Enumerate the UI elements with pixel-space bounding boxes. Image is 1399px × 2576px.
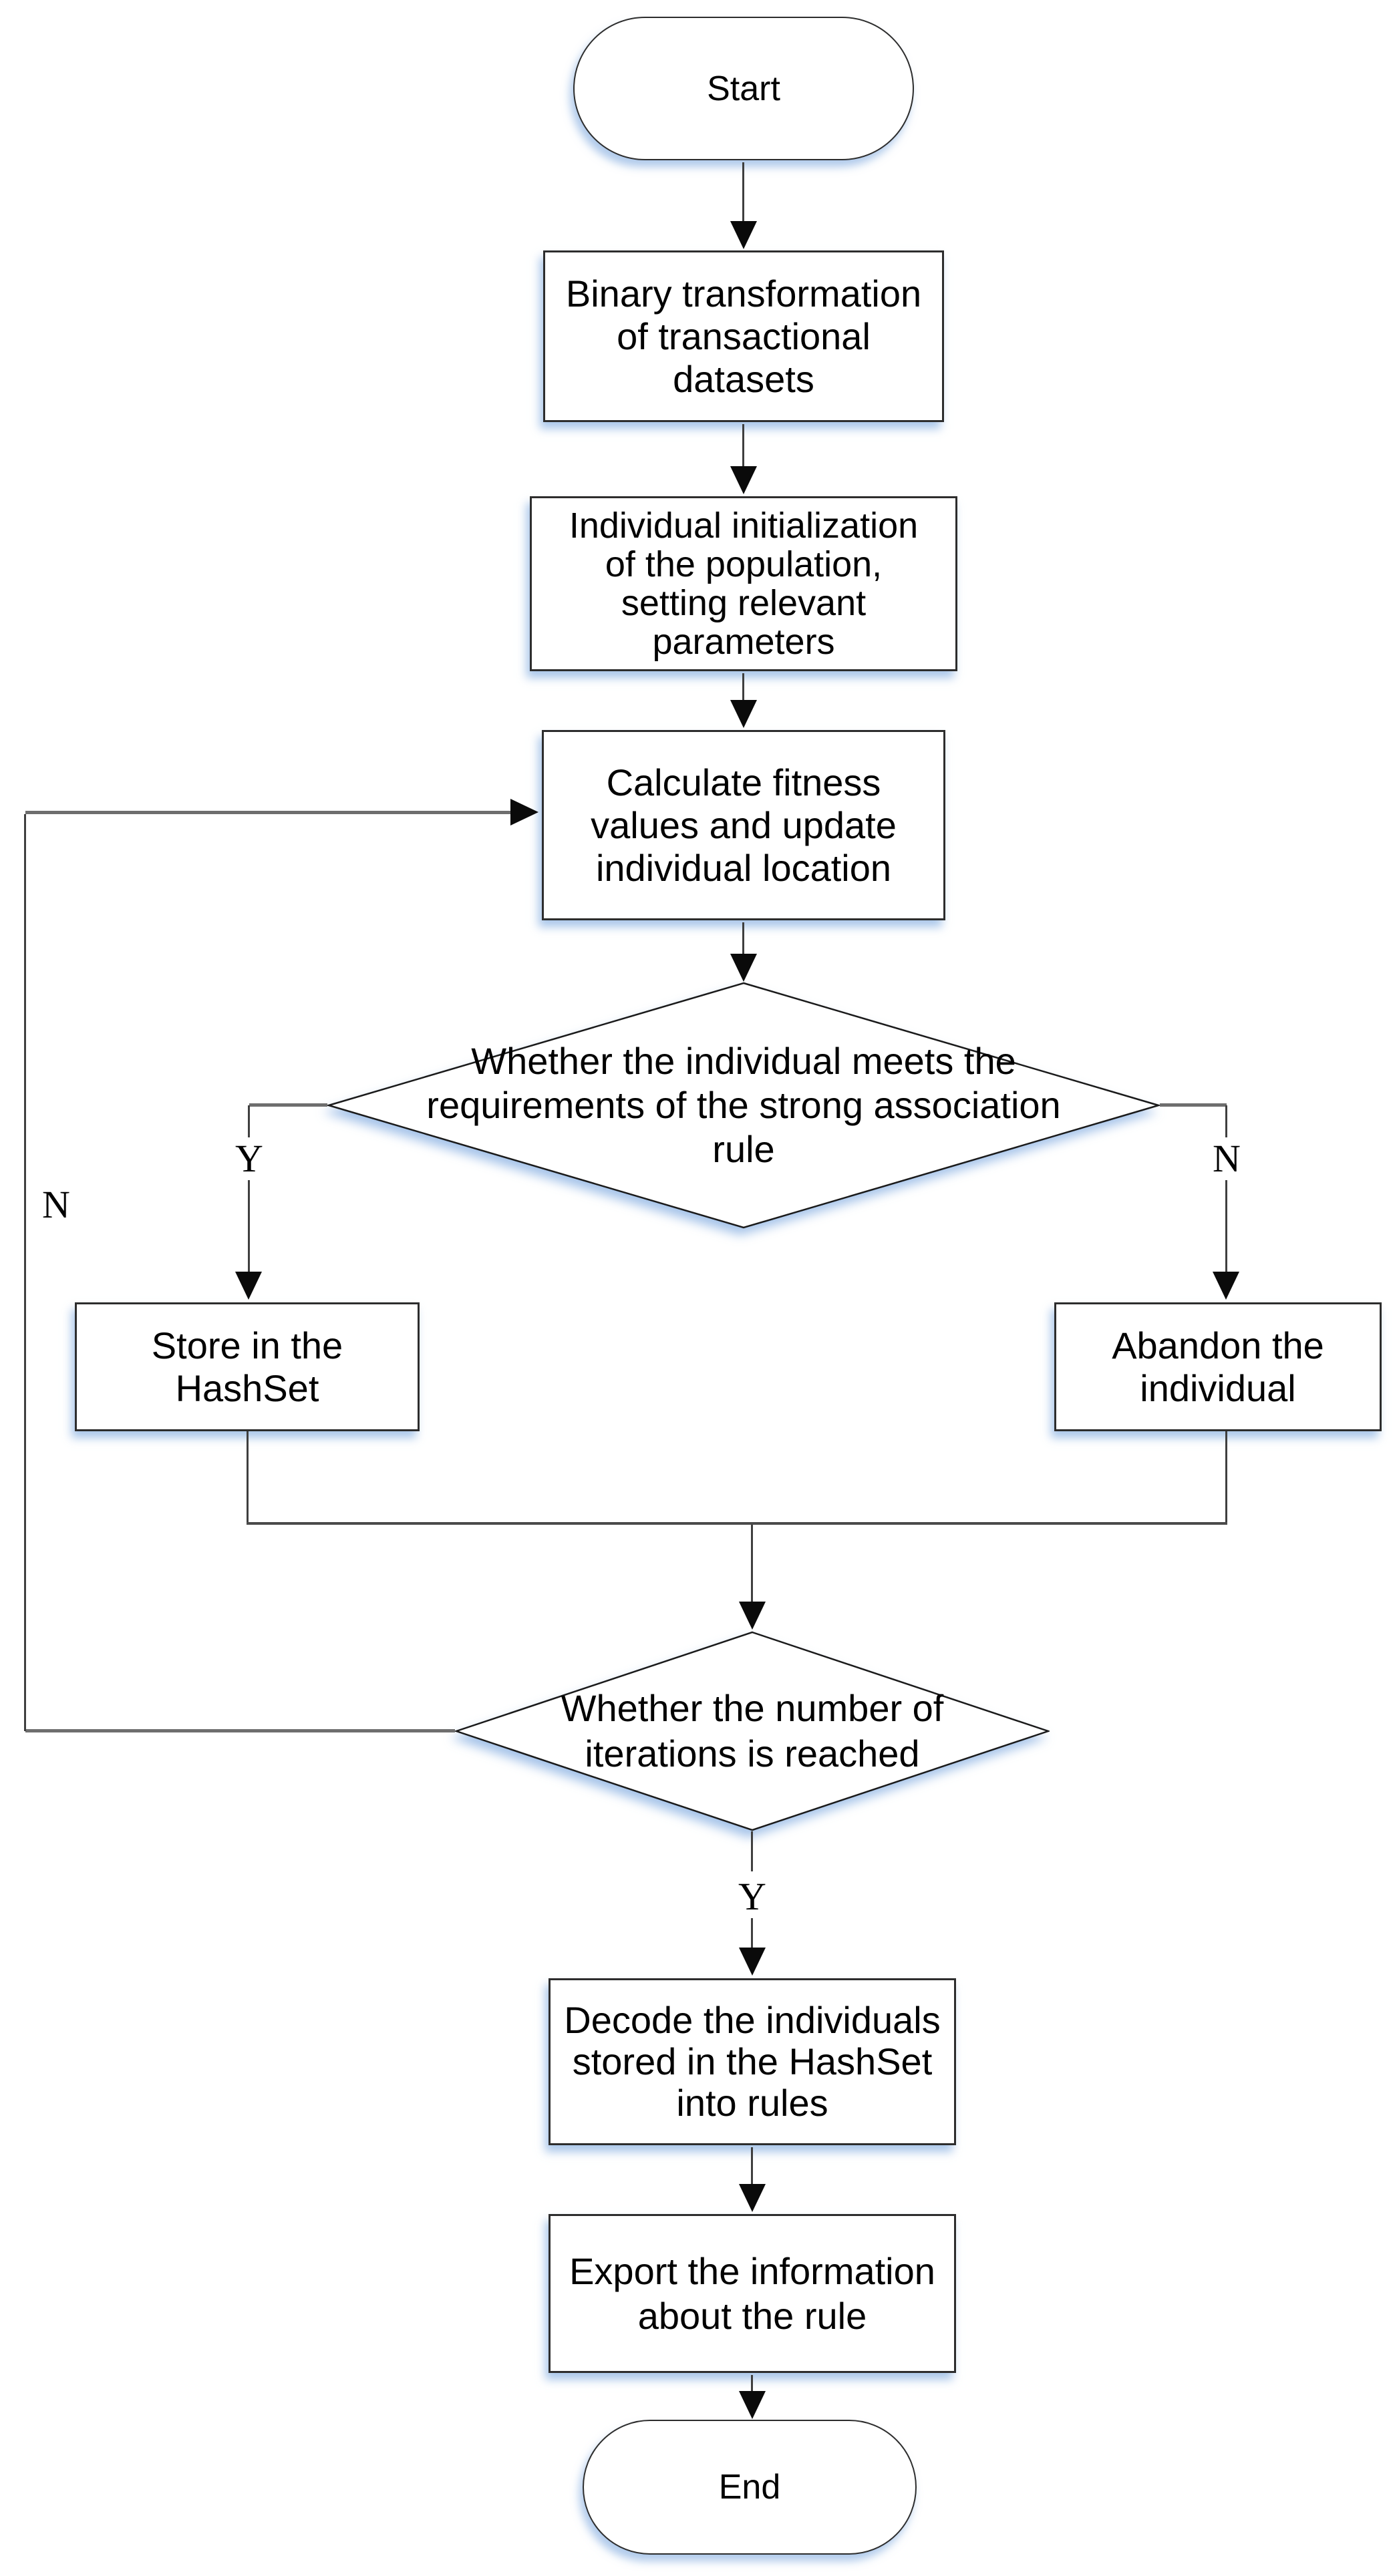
node-export-info-label: Export the information about the rule	[569, 2250, 935, 2337]
edge-start-binary-arrowhead-icon	[730, 221, 757, 249]
edge-iterations-no-arrowhead-icon	[510, 799, 538, 825]
edge-rule-no-vline-a	[1225, 1105, 1227, 1137]
edge-iterations-yes-arrowhead-icon	[739, 1948, 766, 1976]
node-end-label: End	[718, 2468, 781, 2507]
node-start-label: Start	[707, 69, 780, 108]
edge-fitness-rule-arrowhead-icon	[730, 954, 757, 982]
decision-diamond-icon	[455, 1631, 1050, 1831]
edge-label-iterations-yes: Y	[731, 1875, 774, 1918]
node-end: End	[583, 2420, 917, 2555]
edge-iterations-yes-vline-a	[751, 1831, 753, 1871]
edge-rule-yes-arrowhead-icon	[235, 1272, 262, 1300]
decision-diamond-icon	[327, 982, 1160, 1229]
edge-decode-export-line	[751, 2147, 753, 2184]
node-binary-transform: Binary transformation of transactional d…	[543, 250, 944, 422]
node-init-population: Individual initialization of the populat…	[530, 496, 957, 671]
edge-binary-init-line	[742, 424, 744, 466]
edge-abandon-merge-line	[1225, 1431, 1227, 1524]
node-calc-fitness: Calculate fitness values and update indi…	[542, 730, 945, 920]
edge-start-binary-line	[742, 162, 744, 221]
edge-iterations-no-hline-top	[25, 811, 510, 814]
edge-merge-iterations-arrowhead-icon	[739, 1602, 766, 1630]
edge-export-end-line	[751, 2375, 753, 2392]
node-check-rule-label: Whether the individual meets the require…	[426, 1040, 1061, 1170]
edge-rule-no-vline-b	[1225, 1180, 1227, 1272]
edge-store-merge-line	[247, 1431, 249, 1524]
edge-init-fitness-line	[742, 673, 744, 700]
edge-label-rule-yes: Y	[228, 1137, 271, 1180]
edge-label-rule-no: N	[1205, 1137, 1248, 1180]
node-init-population-label: Individual initialization of the populat…	[569, 506, 919, 662]
node-start: Start	[573, 17, 914, 160]
node-store-hashset-label: Store in the HashSet	[151, 1324, 343, 1409]
node-abandon-individual-label: Abandon the individual	[1112, 1324, 1324, 1409]
node-decode-individuals-label: Decode the individuals stored in the Has…	[564, 1999, 941, 2124]
edge-rule-yes-hline	[249, 1103, 327, 1107]
node-check-rule: Whether the individual meets the require…	[327, 982, 1160, 1229]
edge-rule-no-hline	[1160, 1103, 1227, 1107]
node-check-iterations: Whether the number of iterations is reac…	[455, 1631, 1050, 1831]
edge-binary-init-arrowhead-icon	[730, 466, 757, 494]
node-binary-transform-label: Binary transformation of transactional d…	[565, 272, 922, 400]
edge-merge-hline	[247, 1522, 1227, 1525]
edge-iterations-yes-vline-b	[751, 1918, 753, 1948]
node-calc-fitness-label: Calculate fitness values and update indi…	[591, 761, 897, 889]
edge-init-fitness-arrowhead-icon	[730, 700, 757, 728]
edge-fitness-rule-line	[742, 922, 744, 954]
edge-export-end-arrowhead-icon	[739, 2391, 766, 2419]
node-check-iterations-label: Whether the number of iterations is reac…	[561, 1687, 944, 1775]
node-decode-individuals: Decode the individuals stored in the Has…	[549, 1978, 956, 2145]
edge-rule-no-arrowhead-icon	[1213, 1272, 1239, 1300]
node-abandon-individual: Abandon the individual	[1054, 1302, 1382, 1431]
node-store-hashset: Store in the HashSet	[75, 1302, 420, 1431]
edge-rule-yes-vline-a	[248, 1105, 250, 1137]
edge-decode-export-arrowhead-icon	[739, 2184, 766, 2212]
edge-iterations-no-hline-bottom	[25, 1729, 455, 1732]
node-export-info: Export the information about the rule	[549, 2214, 956, 2373]
edge-iterations-no-vline	[24, 814, 26, 1731]
edge-label-iterations-no: N	[35, 1183, 77, 1226]
edge-merge-iterations-line	[751, 1525, 753, 1602]
edge-rule-yes-vline-b	[248, 1180, 250, 1272]
